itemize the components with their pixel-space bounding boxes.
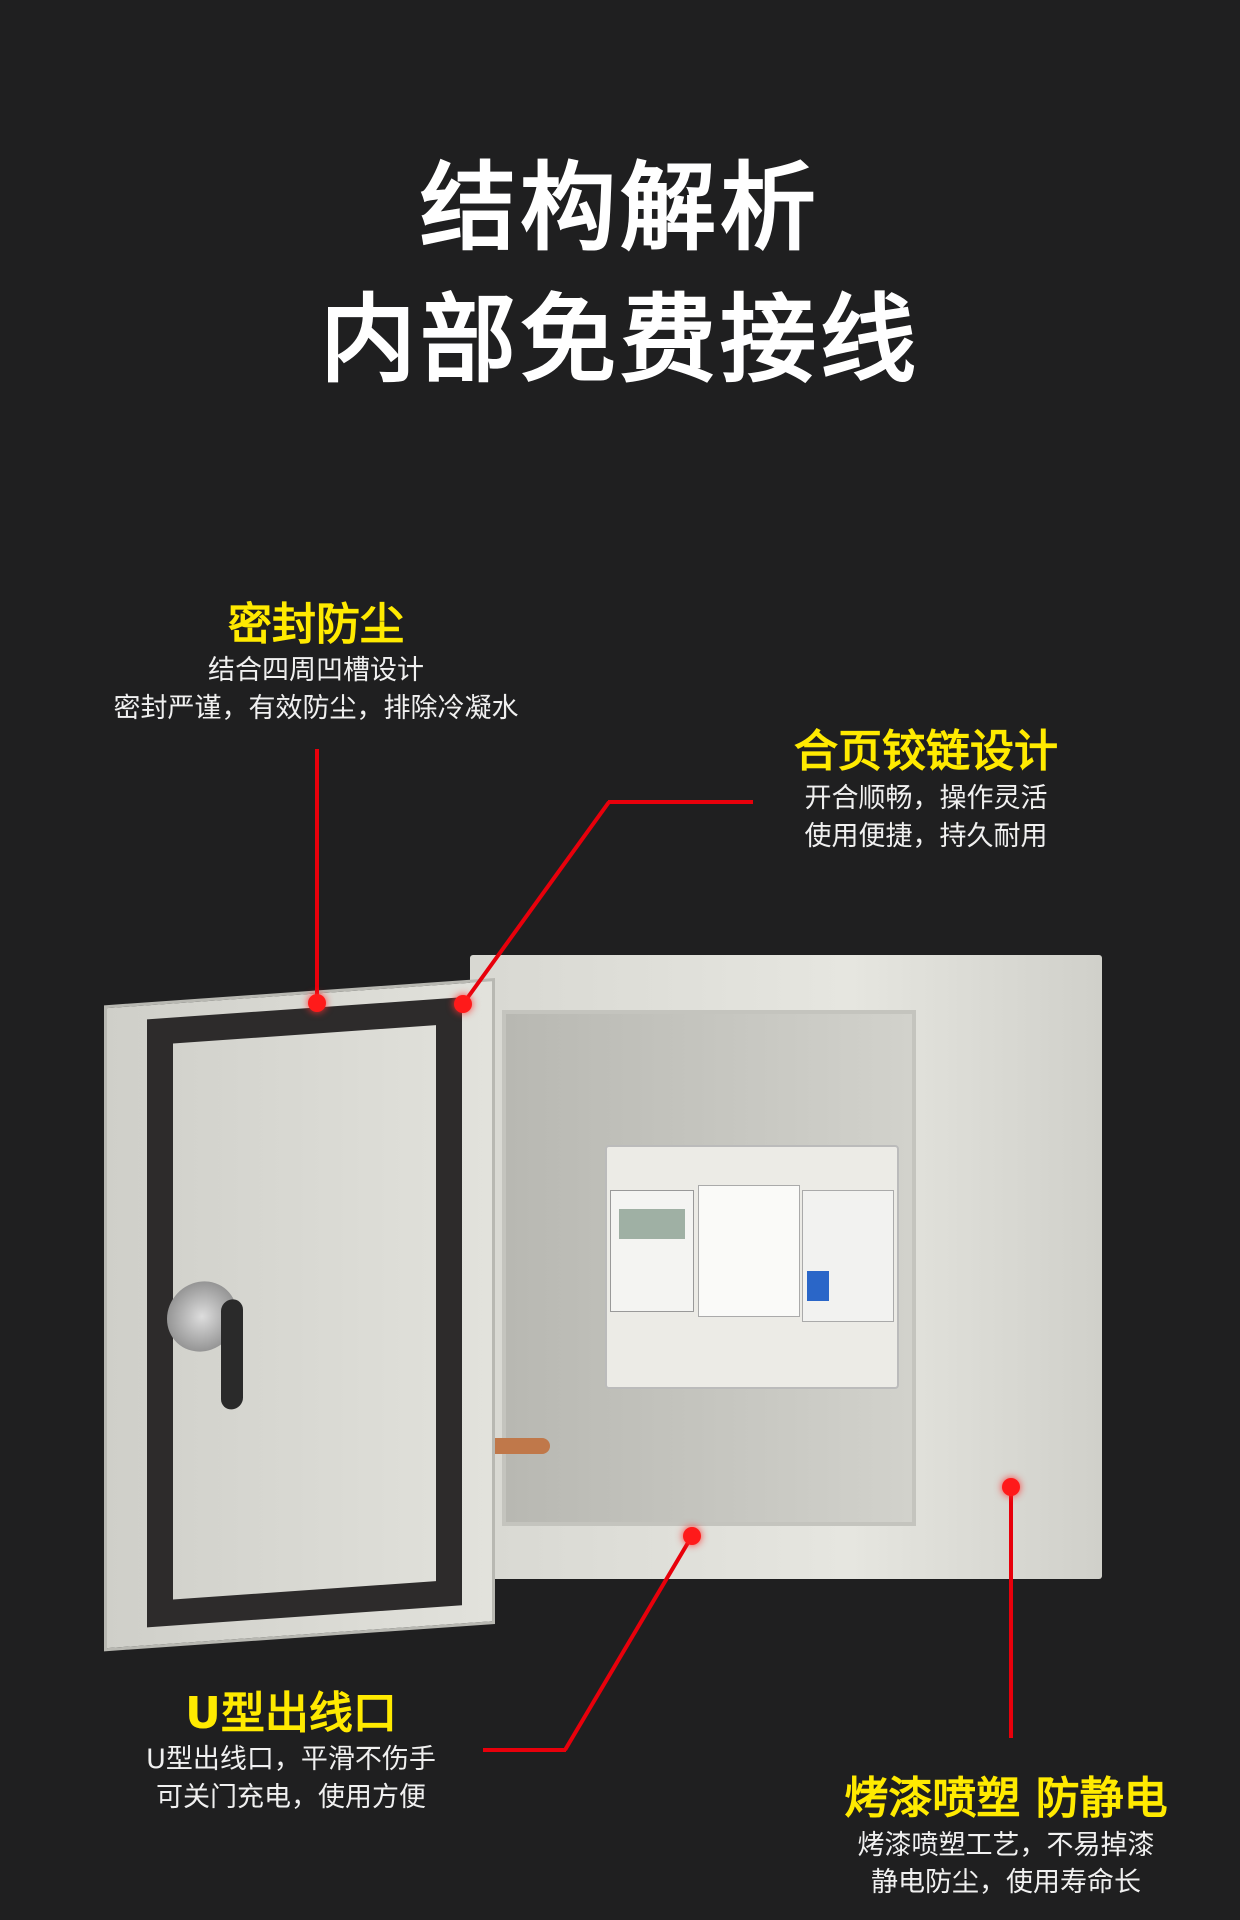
feature-desc-hinge-1: 开合顺畅，操作灵活 (804, 783, 1048, 814)
callout-line-paint (1009, 1487, 1013, 1738)
feature-heading-paint: 烤漆喷塑 防静电 (844, 1773, 1168, 1824)
callout-line-outlet-diag (563, 1534, 694, 1752)
feature-desc-seal-2: 密封严谨，有效防尘，排除冷凝水 (113, 693, 519, 724)
callout-dot-paint (1002, 1478, 1020, 1496)
feature-desc-seal-1: 结合四周凹槽设计 (208, 655, 424, 686)
feature-heading-seal: 密封防尘 (228, 599, 404, 650)
callout-dot-outlet (683, 1527, 701, 1545)
energy-meter (610, 1190, 694, 1312)
feature-desc-outlet-1: U型出线口，平滑不伤手 (146, 1744, 436, 1775)
callout-line-seal (315, 749, 319, 1003)
callout-dot-hinge (454, 995, 472, 1013)
title-line-2: 内部免费接线 (320, 284, 920, 396)
feature-desc-outlet-2: 可关门充电，使用方便 (156, 1782, 426, 1813)
feature-desc-paint-2: 静电防尘，使用寿命长 (871, 1867, 1141, 1898)
feature-heading-hinge: 合页铰链设计 (794, 726, 1058, 777)
callout-line-outlet-h (483, 1748, 566, 1752)
feature-desc-paint-1: 烤漆喷塑工艺，不易掉漆 (857, 1830, 1155, 1861)
callout-line-hinge-diag (461, 800, 611, 1006)
callout-dot-seal (308, 994, 326, 1012)
power-socket (698, 1185, 800, 1317)
feature-heading-outlet: U型出线口 (185, 1688, 397, 1739)
distribution-box-illustration (100, 950, 1110, 1652)
title-line-1: 结构解析 (420, 152, 820, 264)
callout-line-hinge-h (608, 800, 753, 804)
circuit-breaker (802, 1190, 894, 1322)
feature-desc-hinge-2: 使用便捷，持久耐用 (804, 821, 1048, 852)
